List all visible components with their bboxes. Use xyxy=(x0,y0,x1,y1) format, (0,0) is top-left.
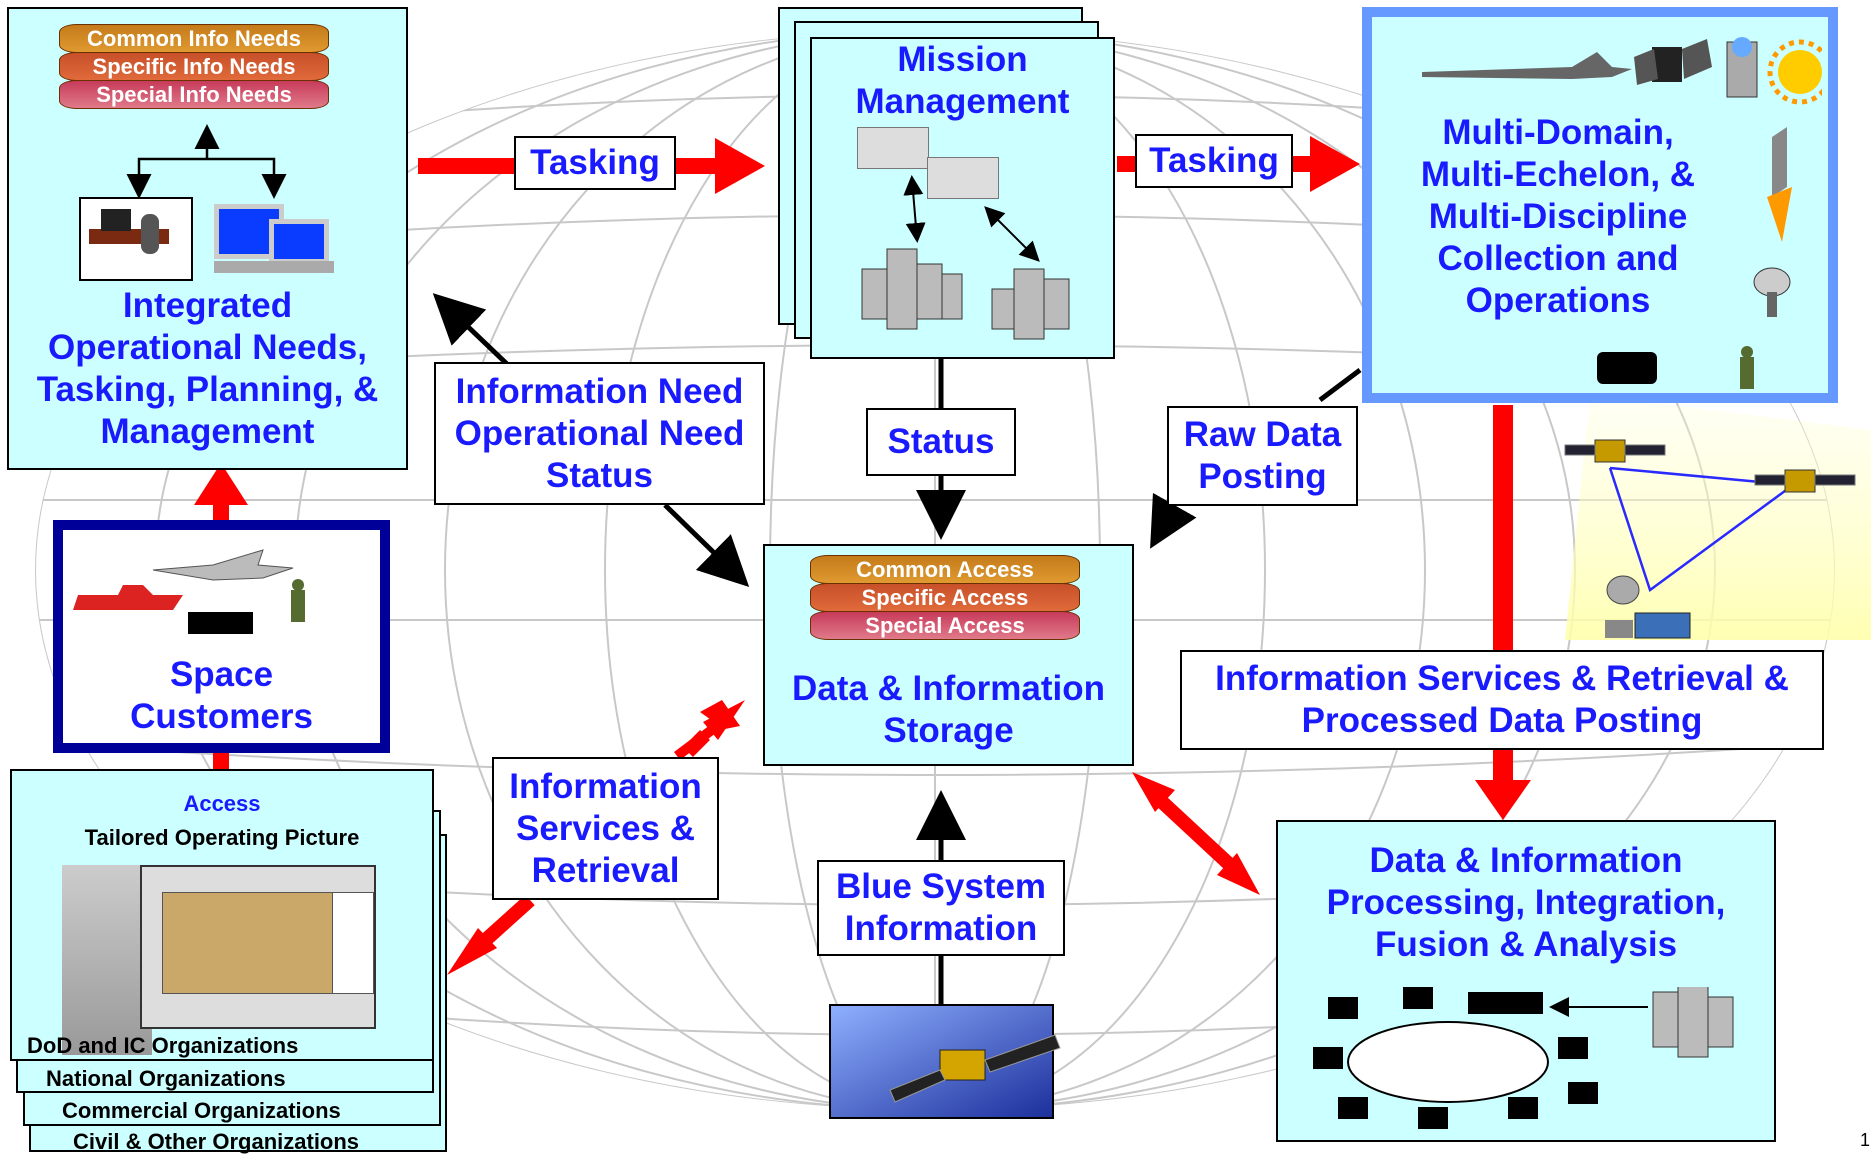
computer-terminals-icon xyxy=(214,199,334,281)
tailored-operating-picture-label: Tailored Operating Picture xyxy=(84,825,360,850)
mission-management-title: Mission Management xyxy=(855,40,1070,121)
processing-box: Data & Information Processing, Integrati… xyxy=(1276,820,1776,1142)
sun-icon xyxy=(1767,39,1822,105)
red-arrowheads xyxy=(447,700,1260,975)
org-commercial: Commercial Organizations xyxy=(62,1098,341,1123)
satellite-2-icon xyxy=(1726,37,1758,98)
mission-management-box: Mission Management xyxy=(810,37,1115,359)
server-links xyxy=(861,175,1070,340)
blue-system-information-label: Blue System Information xyxy=(817,860,1065,956)
soldier-icon xyxy=(291,579,305,622)
org-national: National Organizations xyxy=(46,1066,286,1091)
information-need-label: Information Need Operational Need Status xyxy=(434,362,765,505)
satellite-network xyxy=(1564,439,1856,639)
information-services-label: Information Services & Retrieval xyxy=(492,757,719,900)
video-thumbnails xyxy=(62,865,152,1055)
black-flow-arrows xyxy=(432,293,1362,1005)
collection-operations-box: Multi-Domain, Multi-Echelon, & Multi-Dis… xyxy=(1362,7,1838,403)
specific-access-row: Specific Access xyxy=(810,583,1080,612)
raw-data-posting-label: Raw Data Posting xyxy=(1167,406,1358,506)
sensor-beam xyxy=(1565,395,1871,640)
operator-console-icon xyxy=(927,157,999,199)
space-customers-title: Space Customers xyxy=(130,655,313,736)
operating-picture-screenshot xyxy=(140,865,376,1029)
processing-title: Data & Information Processing, Integrati… xyxy=(1326,841,1726,964)
platform-icons xyxy=(1422,37,1822,105)
db-fork-arrows xyxy=(126,124,287,199)
tasking-label-1: Tasking xyxy=(514,136,676,190)
common-info-needs-row: Common Info Needs xyxy=(59,24,329,53)
info-services-posting-label: Information Services & Retrieval & Proce… xyxy=(1180,650,1824,750)
operator-workstation-icon xyxy=(79,197,193,281)
special-access-row: Special Access xyxy=(810,611,1080,640)
network-diagram xyxy=(1313,987,1734,1129)
red-diagonal-arrows xyxy=(475,730,1235,951)
data-storage-box: Common Access Specific Access Special Ac… xyxy=(763,544,1134,766)
access-database: Common Access Specific Access Special Ac… xyxy=(810,555,1080,640)
collection-title: Multi-Domain, Multi-Echelon, & Multi-Dis… xyxy=(1420,113,1696,320)
data-storage-title: Data & Information Storage xyxy=(791,669,1106,750)
integrated-needs-title: Integrated Operational Needs, Tasking, P… xyxy=(36,286,379,451)
missile-icon xyxy=(1767,127,1792,242)
integrated-needs-box: Common Info Needs Specific Info Needs Sp… xyxy=(7,7,408,470)
humvee-icon xyxy=(188,612,253,634)
operator-console-icon xyxy=(857,127,929,169)
uav-icon xyxy=(1422,52,1632,79)
access-header: Access xyxy=(183,791,261,816)
space-customers-box: Space Customers xyxy=(53,520,390,753)
satellite-icon xyxy=(1634,39,1712,85)
access-box: Access Tailored Operating Picture xyxy=(10,769,434,1061)
ship-icon xyxy=(73,585,183,610)
page-number: 1 xyxy=(1860,1130,1871,1150)
status-label: Status xyxy=(866,408,1016,476)
common-access-row: Common Access xyxy=(810,555,1080,584)
soldier-icon xyxy=(1740,346,1754,389)
fighter-jet-icon xyxy=(152,549,294,581)
radar-dish-icon xyxy=(1753,267,1791,317)
info-needs-database: Common Info Needs Specific Info Needs Sp… xyxy=(59,24,329,109)
humvee-icon xyxy=(1597,352,1657,384)
org-civil-other: Civil & Other Organizations xyxy=(73,1129,360,1154)
tasking-label-2: Tasking xyxy=(1135,134,1293,188)
customer-platform-icons xyxy=(73,549,305,634)
specific-info-needs-row: Specific Info Needs xyxy=(59,52,329,81)
special-info-needs-row: Special Info Needs xyxy=(59,80,329,109)
org-dod-ic: DoD and IC Organizations xyxy=(27,1033,299,1058)
